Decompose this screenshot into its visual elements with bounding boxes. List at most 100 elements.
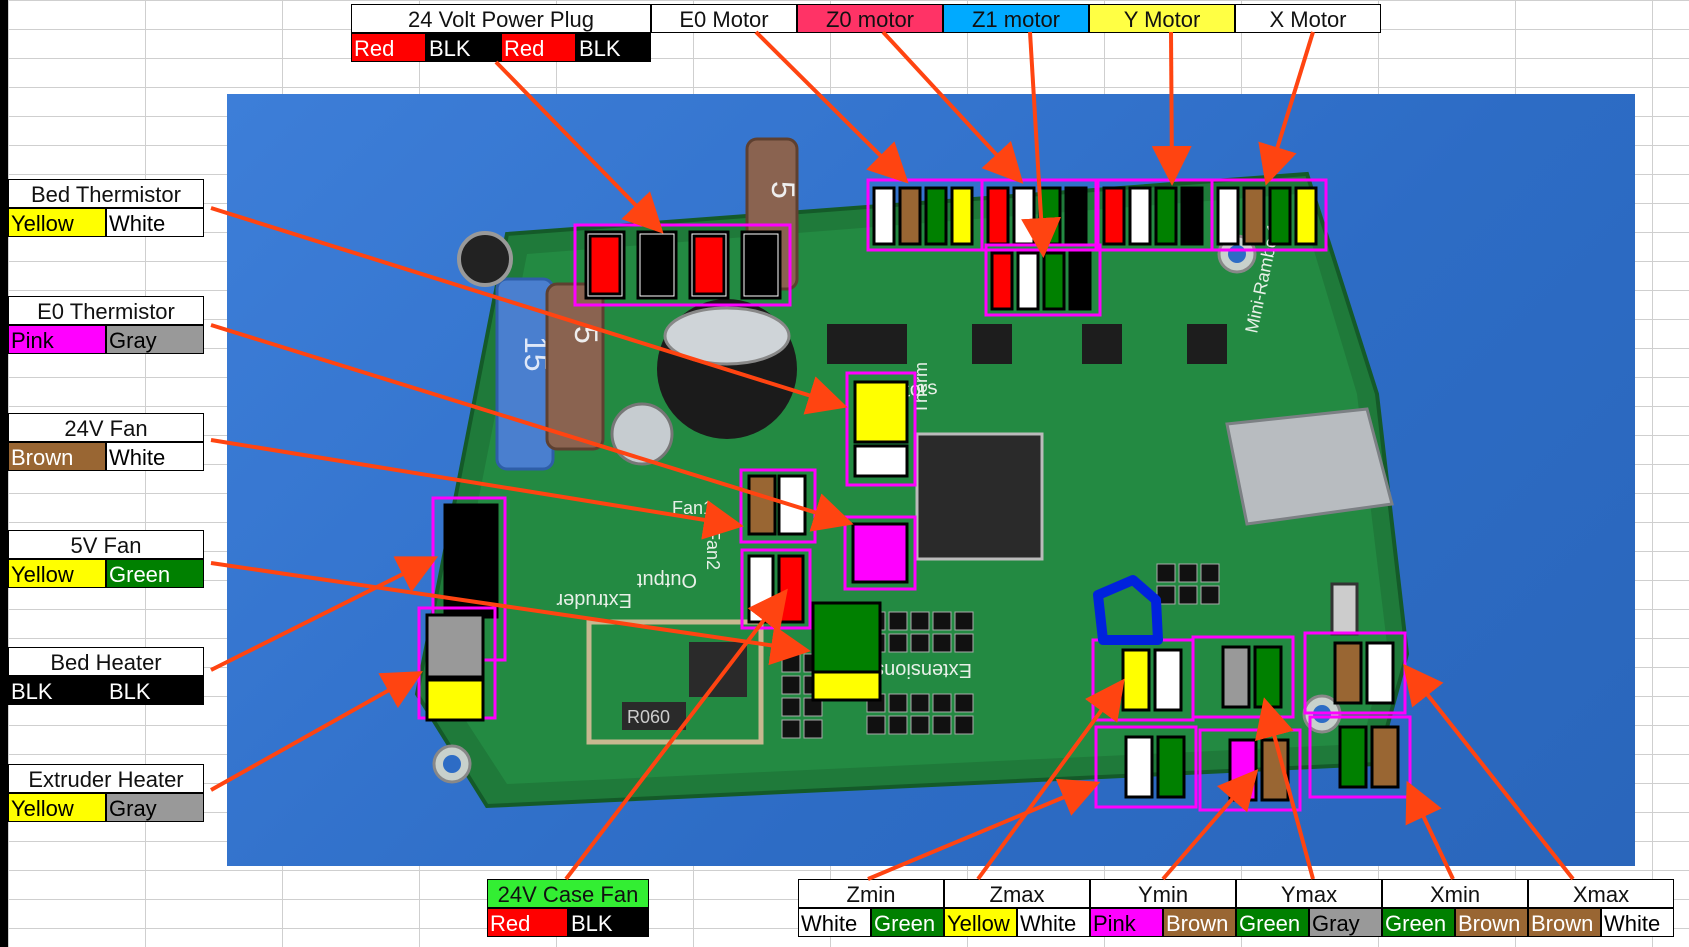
extension-header-b-pin-2-1 [910, 715, 930, 735]
stepper-driver-1 [972, 324, 1012, 364]
inductor-label: R060 [627, 707, 670, 727]
left-label-1: E0 Thermistor [8, 296, 204, 325]
endstop-label-5: Xmax [1528, 879, 1674, 908]
spreadsheet-background: 24 Volt Power Plug E0 Motor Z0 motor Z1 … [8, 0, 1689, 947]
p3-header-pin-0-1 [781, 675, 801, 695]
endstop-header-top-pin-1-1 [1178, 585, 1198, 605]
silk-fan1: Fan1 [672, 498, 713, 518]
mounting-hole-center-0 [1228, 245, 1246, 263]
left-label-2: 24V Fan [8, 413, 204, 442]
power-wire-1: Red [351, 33, 426, 62]
silk-therm: Therm [911, 362, 931, 414]
p3-header-pin-0-3 [781, 719, 801, 739]
silk-output: Output [637, 569, 697, 591]
extension-header-b-pin-3-0 [932, 693, 952, 713]
capacitor-small [457, 231, 513, 287]
p3-header-pin-0-0 [781, 653, 801, 673]
extension-header-a-pin-0-0 [866, 611, 886, 631]
endstop-wire-4-0: Green [1382, 908, 1455, 937]
silk-extensions: Extensions [874, 659, 972, 681]
left-wire-3-1: Green [106, 559, 204, 588]
endstop-wire-0-0: White [798, 908, 871, 937]
left-wire-1-1: Gray [106, 325, 204, 354]
endstop-label-0: Zmin [798, 879, 944, 908]
extension-header-b-pin-1-0 [888, 693, 908, 713]
stepper-driver-0 [867, 324, 907, 364]
stepper-driver-4 [827, 324, 867, 364]
power-wire-4: BLK [576, 33, 651, 62]
e0-motor-label: E0 Motor [651, 4, 797, 33]
case-fan-wire-2: BLK [568, 908, 649, 937]
left-wire-5-0: Yellow [8, 793, 106, 822]
extension-header-a-pin-4-0 [954, 611, 974, 631]
left-wire-0-1: White [106, 208, 204, 237]
extension-header-a-pin-1-1 [888, 633, 908, 653]
endstop-label-1: Zmax [944, 879, 1090, 908]
extension-header-b-pin-0-0 [866, 693, 886, 713]
z1-motor-label: Z1 motor [943, 4, 1089, 33]
extension-header-b-pin-1-1 [888, 715, 908, 735]
case-fan-label: 24V Case Fan [487, 879, 649, 908]
left-wire-3-0: Yellow [8, 559, 106, 588]
left-wire-2-1: White [106, 442, 204, 471]
endstop-wire-2-0: Pink [1090, 908, 1163, 937]
extension-header-a-pin-3-0 [932, 611, 952, 631]
left-label-4: Bed Heater [8, 647, 204, 676]
left-wire-0-0: Yellow [8, 208, 106, 237]
extension-header-a-pin-4-1 [954, 633, 974, 653]
power-plug-label: 24 Volt Power Plug [351, 4, 651, 33]
endstop-wire-1-0: Yellow [944, 908, 1017, 937]
left-label-5: Extruder Heater [8, 764, 204, 793]
endstop-header-top [1156, 563, 1220, 605]
extension-header-b-pin-2-0 [910, 693, 930, 713]
fuse-5a [545, 282, 605, 451]
endstop-wire-0-1: Green [871, 908, 944, 937]
extension-header-b-pin-0-1 [866, 715, 886, 735]
capacitor-large-top [663, 306, 791, 366]
case-fan-wire-1: Red [487, 908, 568, 937]
endstop-label-2: Ymin [1090, 879, 1236, 908]
stepper-driver-2 [1082, 324, 1122, 364]
endstop-wire-1-1: White [1017, 908, 1090, 937]
extension-header-b-pin-4-1 [954, 715, 974, 735]
left-wire-1-0: Pink [8, 325, 106, 354]
extension-header-b-pin-3-1 [932, 715, 952, 735]
endstop-wire-4-1: Brown [1455, 908, 1528, 937]
left-label-0: Bed Thermistor [8, 179, 204, 208]
p3-header-pin-0-2 [781, 697, 801, 717]
endstop-label-4: Xmin [1382, 879, 1528, 908]
silk-fan2: Fan2 [703, 529, 723, 570]
extension-header-a-pin-1-0 [888, 611, 908, 631]
fuse-5b-label: 5 [765, 181, 801, 199]
mounting-hole-center-1 [443, 755, 461, 773]
fuse-15 [495, 277, 555, 471]
reset-button [1330, 582, 1359, 636]
mounting-hole-center-2 [1313, 705, 1331, 723]
extension-header-a-pin-2-0 [910, 611, 930, 631]
extension-header-a-pin-2-1 [910, 633, 930, 653]
extension-header-b-pin-4-0 [954, 693, 974, 713]
p3-header-pin-1-2 [803, 697, 823, 717]
p3-header-pin-1-3 [803, 719, 823, 739]
endstop-wire-2-1: Brown [1163, 908, 1236, 937]
endstop-wire-3-0: Green [1236, 908, 1309, 937]
endstop-wire-5-1: White [1601, 908, 1674, 937]
inductor [689, 642, 747, 697]
left-wire-2-0: Brown [8, 442, 106, 471]
mcu-chip [915, 432, 1044, 561]
endstop-label-3: Ymax [1236, 879, 1382, 908]
power-wire-2: BLK [426, 33, 501, 62]
left-label-3: 5V Fan [8, 530, 204, 559]
capacitor-mid [610, 402, 674, 466]
endstop-header-top-pin-2-0 [1200, 563, 1220, 583]
extension-header-a-pin-0-1 [866, 633, 886, 653]
silk-extruder: Extruder [556, 589, 632, 611]
left-wire-4-1: BLK [106, 676, 204, 705]
left-wire-5-1: Gray [106, 793, 204, 822]
fuse-5b [745, 137, 799, 291]
endstop-wire-5-0: Brown [1528, 908, 1601, 937]
endstop-header-top-pin-0-0 [1156, 563, 1176, 583]
stepper-driver-3 [1187, 324, 1227, 364]
endstop-header-top-pin-0-1 [1156, 585, 1176, 605]
